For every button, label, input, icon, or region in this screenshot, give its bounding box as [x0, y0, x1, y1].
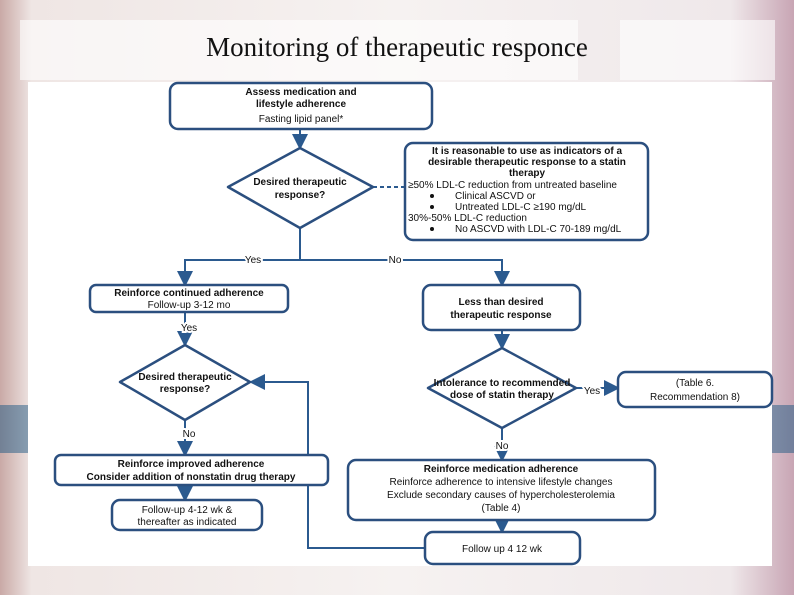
background-panel — [620, 20, 775, 80]
note-item: ≥50% LDL-C reduction from untreated base… — [408, 180, 617, 191]
decision2-text: Desired therapeutic — [138, 372, 232, 383]
connector — [177, 228, 301, 287]
note-heading: It is reasonable to use as indicators of… — [432, 146, 622, 157]
note-item: Clinical ASCVD or — [455, 191, 536, 202]
no-label: No — [183, 429, 196, 440]
reinforce-medication-box — [346, 458, 657, 522]
bullet-icon — [430, 194, 434, 198]
yes-label: Yes — [181, 323, 197, 334]
connector — [300, 259, 510, 287]
decision2-text: response? — [160, 384, 211, 395]
no-label: No — [496, 441, 509, 452]
reinforce-medication-text: (Table 4) — [482, 503, 521, 514]
reinforce-medication-text: Reinforce adherence to intensive lifesty… — [390, 477, 613, 488]
less-than-text: therapeutic response — [450, 310, 552, 321]
reinforce-medication-title: Reinforce medication adherence — [424, 464, 579, 475]
assess-sub: Fasting lipid panel* — [259, 114, 344, 125]
reinforce-improved-box — [53, 453, 330, 487]
followup-right-text: Follow up 4 12 wk — [462, 544, 543, 555]
less-than-text: Less than desired — [458, 297, 543, 308]
followup-left-text: Follow-up 4-12 wk & — [142, 505, 233, 516]
reinforce-continued-sub: Follow-up 3-12 mo — [148, 300, 231, 311]
assess-title: Assess medication and — [245, 87, 356, 98]
followup-right-box — [423, 530, 582, 566]
note-item: 30%-50% LDL-C reduction — [408, 213, 527, 224]
table6-text: Recommendation 8) — [650, 392, 740, 403]
note-item: No ASCVD with LDL-C 70-189 mg/dL — [455, 224, 622, 235]
note-item: Untreated LDL-C ≥190 mg/dL — [455, 202, 587, 213]
bullet-icon — [430, 227, 434, 231]
decision1-text: response? — [275, 190, 326, 201]
bullet-icon — [430, 205, 434, 209]
yes-label: Yes — [245, 255, 261, 266]
reinforce-continued-title: Reinforce continued adherence — [114, 288, 264, 299]
note-heading: therapy — [509, 168, 546, 179]
slide-title: Monitoring of therapeutic responce — [206, 32, 588, 62]
table6-box — [616, 370, 774, 409]
decision3-text: Intolerance to recommended — [434, 378, 571, 389]
decision1-text: Desired therapeutic — [253, 177, 347, 188]
note-heading: desirable therapeutic response to a stat… — [428, 157, 626, 168]
assess-box — [168, 81, 434, 131]
decision3-text: dose of statin therapy — [450, 390, 554, 401]
decision2-diamond — [118, 343, 252, 422]
decision3-diamond — [426, 346, 578, 430]
reinforce-continued-box — [88, 283, 290, 314]
table6-text: (Table 6. — [676, 378, 714, 389]
decision1-diamond — [226, 146, 375, 230]
yes-label: Yes — [584, 386, 600, 397]
followup-left-box — [110, 498, 264, 532]
background-panel — [20, 20, 578, 80]
reinforce-medication-text: Exclude secondary causes of hypercholest… — [387, 490, 615, 501]
followup-left-text: thereafter as indicated — [138, 517, 237, 528]
assess-title-2: lifestyle adherence — [256, 99, 346, 110]
no-label: No — [389, 255, 402, 266]
note-box — [403, 141, 650, 242]
reinforce-improved-text: Consider addition of nonstatin drug ther… — [87, 472, 296, 483]
less-than-box — [421, 283, 582, 332]
reinforce-improved-text: Reinforce improved adherence — [118, 459, 265, 470]
